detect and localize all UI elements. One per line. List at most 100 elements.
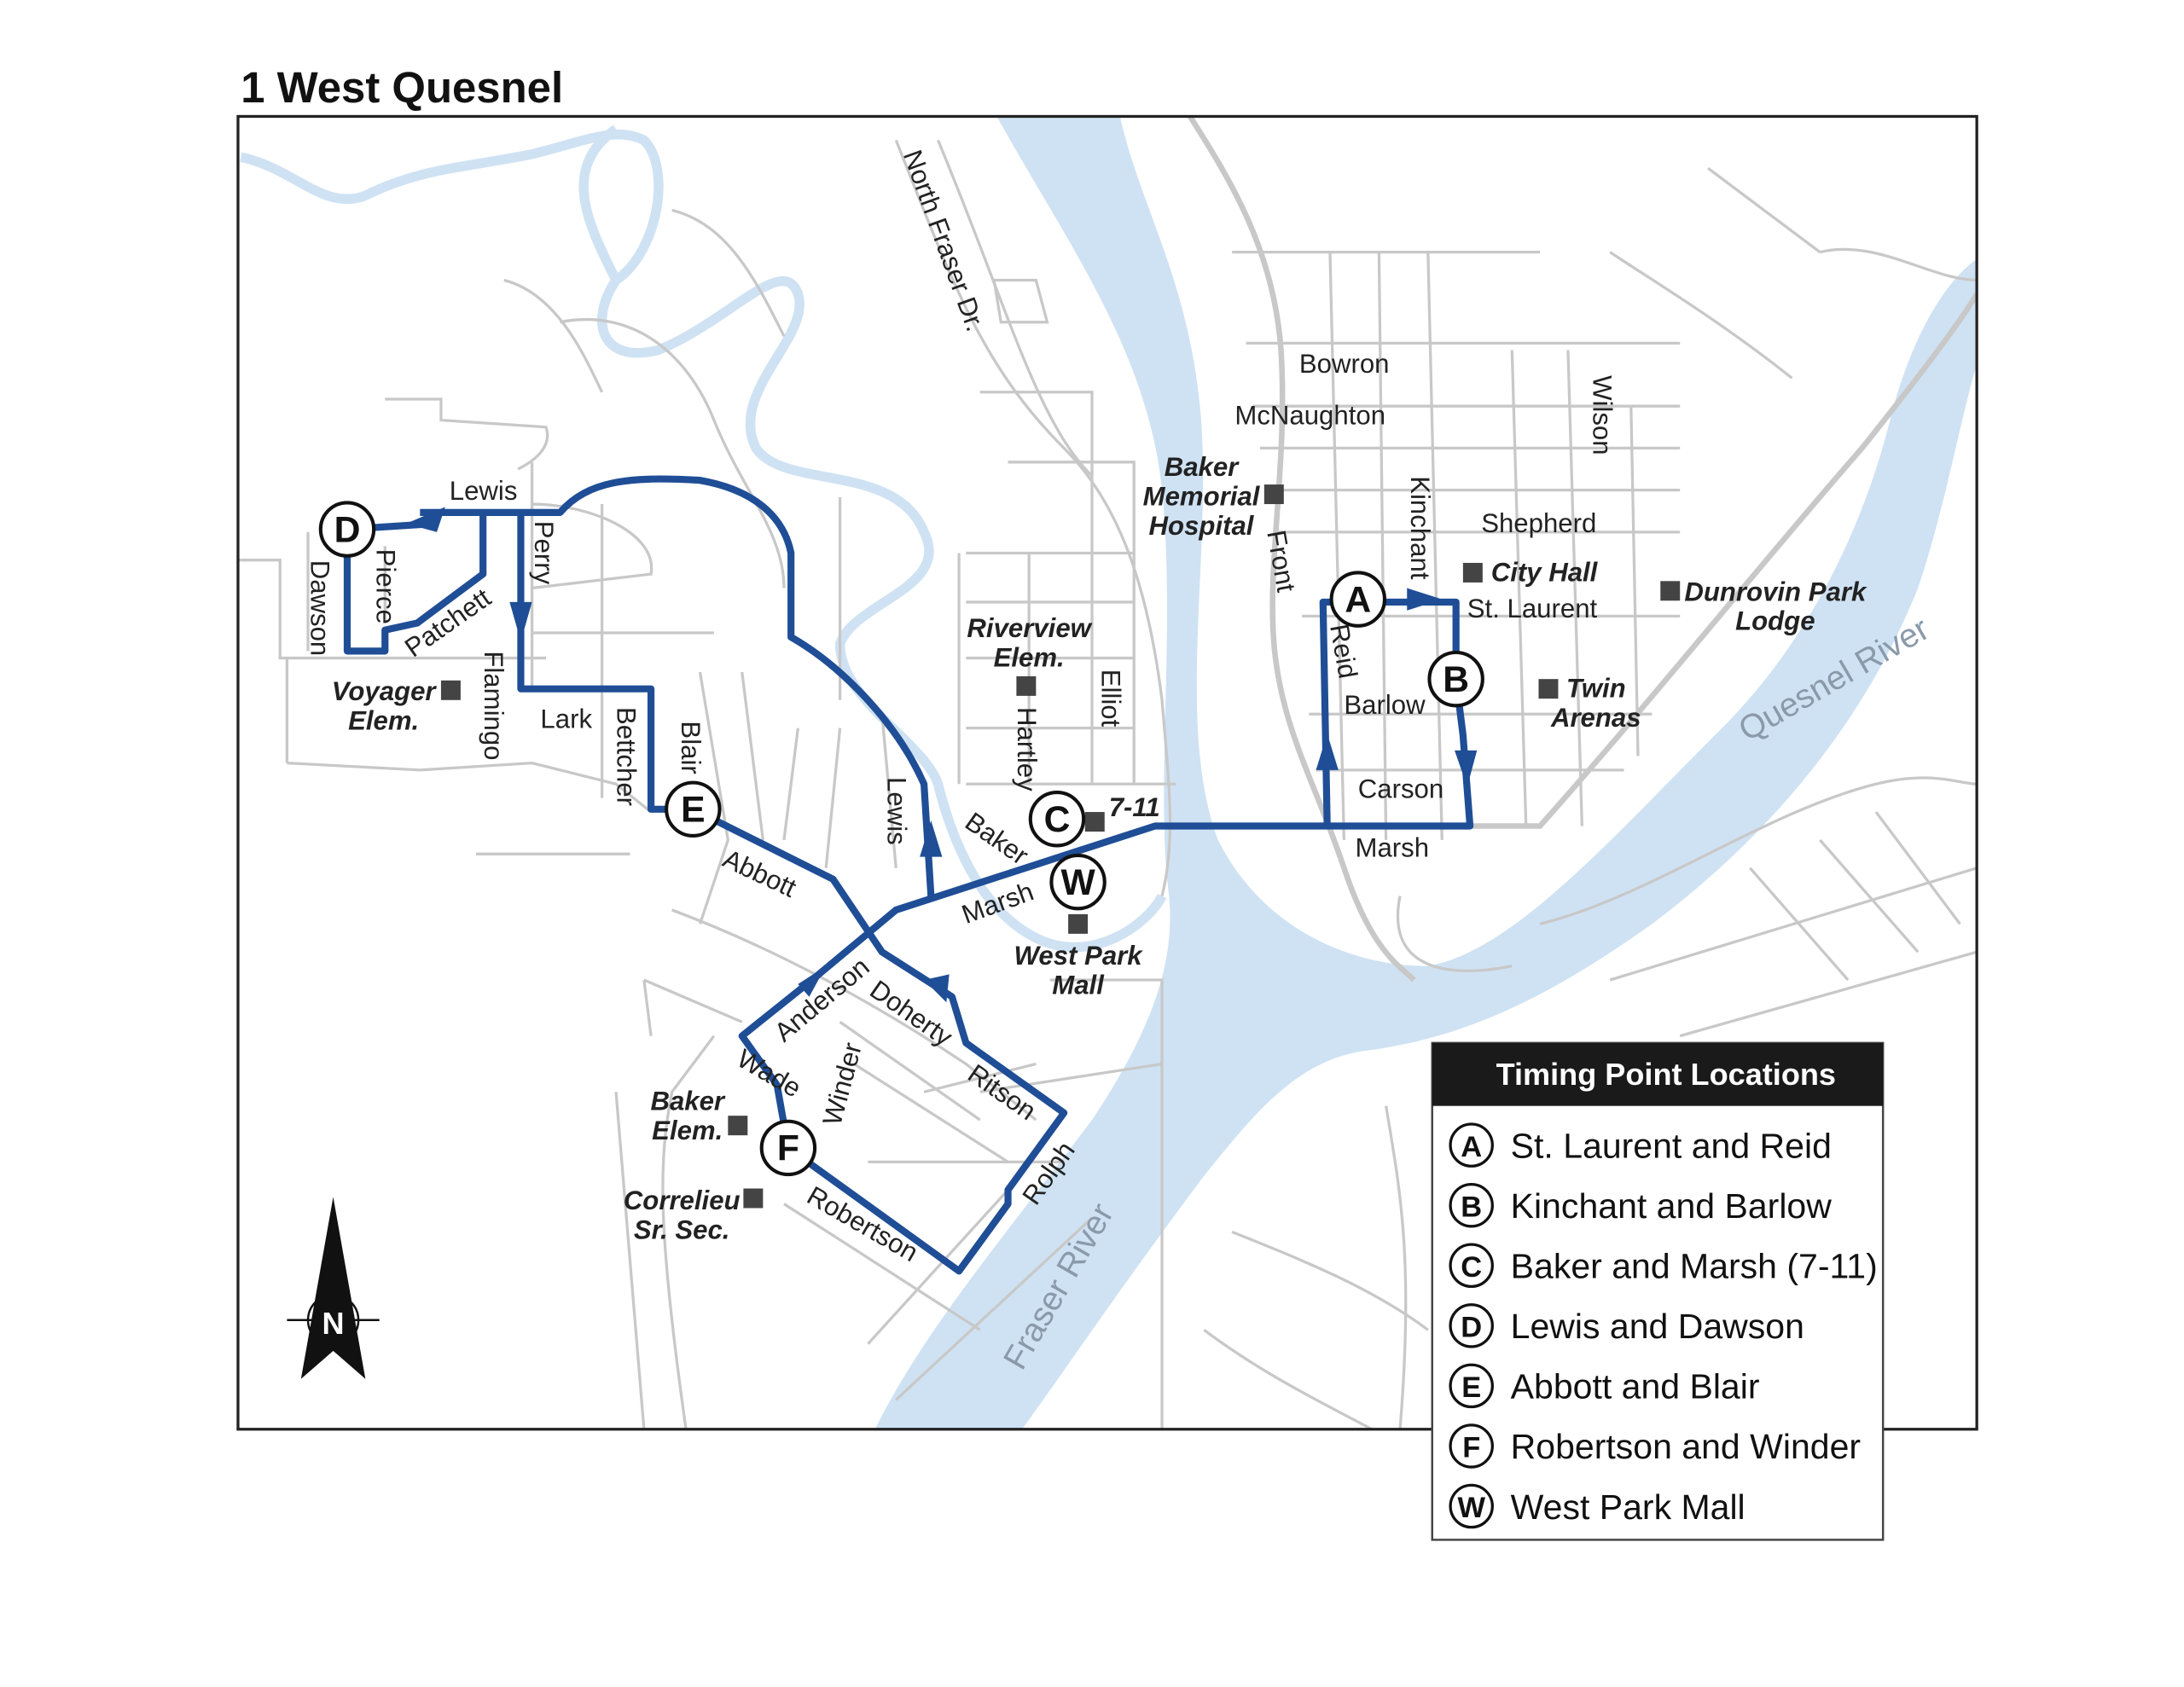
svg-text:Lewis: Lewis [881,777,911,845]
svg-text:W: W [1457,1492,1485,1524]
arrow-up-icon [920,820,943,857]
svg-text:Flamingo: Flamingo [479,651,508,760]
timing-point-b[interactable]: B [1427,650,1484,708]
svg-text:Riverview: Riverview [967,613,1092,643]
timing-point-w[interactable]: W [1049,853,1107,911]
timing-point-legend: Timing Point Locations A St. Laurent and … [1431,1041,1885,1541]
svg-text:B: B [1443,659,1469,700]
svg-text:W: W [1060,862,1095,903]
svg-text:Voyager: Voyager [332,676,438,706]
svg-text:7-11: 7-11 [1109,792,1160,822]
north-arrow-icon: N [287,1197,380,1379]
arrow-down-icon [509,601,532,641]
svg-text:Memorial: Memorial [1143,482,1261,512]
svg-text:Winder: Winder [817,1040,868,1128]
svg-text:Twin: Twin [1566,674,1626,704]
svg-text:Front: Front [1261,528,1301,594]
landmark-markers [440,484,1681,1209]
svg-text:E: E [681,790,705,831]
timing-point-a[interactable]: A [1329,571,1387,628]
svg-text:B: B [1461,1191,1482,1223]
svg-text:Blair: Blair [676,721,706,774]
timing-point-d[interactable]: D [318,501,376,558]
svg-text:Mall: Mall [1052,970,1105,1000]
svg-text:Perry: Perry [529,521,559,585]
arrow-right-icon [924,974,950,1003]
svg-text:Barlow: Barlow [1344,690,1426,720]
svg-text:McNaughton: McNaughton [1234,401,1385,431]
arrow-down-icon [1455,750,1478,787]
svg-text:Dunrovin Park: Dunrovin Park [1684,577,1867,606]
svg-text:D: D [1461,1311,1482,1343]
svg-text:F: F [777,1128,799,1169]
svg-text:Abbott: Abbott [718,844,801,903]
svg-text:E: E [1461,1371,1481,1404]
svg-text:Robertson and Winder: Robertson and Winder [1511,1427,1861,1466]
svg-text:A: A [1461,1131,1482,1163]
svg-text:Elliot: Elliot [1095,670,1125,728]
legend-item: D Lewis and Dawson [1449,1303,1804,1348]
svg-text:Marsh: Marsh [1356,833,1430,863]
timing-point-c[interactable]: C [1028,791,1086,848]
svg-text:Hospital: Hospital [1149,511,1255,541]
svg-text:Baker: Baker [650,1087,725,1116]
svg-text:C: C [1461,1251,1482,1284]
svg-text:City Hall: City Hall [1491,557,1599,587]
svg-text:Kinchant: Kinchant [1405,476,1435,580]
legend-item: W West Park Mall [1449,1483,1745,1529]
svg-text:St. Laurent: St. Laurent [1467,594,1598,623]
legend-item: A St. Laurent and Reid [1449,1122,1832,1168]
bus-route [343,475,1478,1275]
svg-text:Lewis: Lewis [450,476,518,506]
arrow-left-icon [405,507,445,532]
legend-title: Timing Point Locations [1496,1057,1836,1092]
map-frame [236,114,1978,1431]
svg-text:Correlieu: Correlieu [624,1186,741,1215]
svg-text:St. Laurent and Reid: St. Laurent and Reid [1511,1126,1832,1165]
timing-point-e[interactable]: E [665,780,722,838]
svg-text:West Park: West Park [1014,941,1144,971]
legend-item: F Robertson and Winder [1449,1423,1861,1469]
creek [240,129,1167,953]
svg-text:Bowron: Bowron [1299,349,1390,379]
arrow-up-right-icon [798,965,827,997]
svg-text:D: D [334,509,361,550]
fraser-river [874,116,1978,1429]
svg-text:Baker and Marsh (7-11): Baker and Marsh (7-11) [1511,1247,1878,1286]
page-title: 1 West Quesnel [241,63,563,112]
legend-item: B Kinchant and Barlow [1449,1182,1833,1228]
svg-text:Hartley: Hartley [1012,707,1042,791]
svg-text:N: N [322,1306,345,1341]
svg-text:Lewis and Dawson: Lewis and Dawson [1511,1307,1804,1346]
svg-text:Wade: Wade [732,1043,806,1103]
svg-text:Lodge: Lodge [1735,606,1815,636]
svg-text:Lark: Lark [540,704,592,734]
svg-text:Abbott and Blair: Abbott and Blair [1511,1367,1760,1406]
svg-text:F: F [1462,1432,1480,1464]
svg-text:Kinchant and Barlow: Kinchant and Barlow [1511,1186,1833,1226]
legend-item: C Baker and Marsh (7-11) [1449,1243,1878,1289]
timing-point-f[interactable]: F [759,1119,817,1177]
svg-text:Elem.: Elem. [994,642,1065,672]
arrow-up-icon [1316,733,1339,770]
creek-north [578,125,621,283]
landmark-labels: Baker Memorial Hospital Riverview Elem. … [332,452,1867,1244]
svg-text:Arenas: Arenas [1550,703,1641,733]
svg-text:Bettcher: Bettcher [612,707,642,806]
svg-text:Elem.: Elem. [348,705,419,735]
svg-text:Dawson: Dawson [305,560,334,657]
svg-text:Wilson: Wilson [1587,375,1617,455]
arrow-right-icon [1407,588,1443,611]
svg-text:Reid: Reid [1324,622,1363,681]
svg-text:C: C [1044,799,1071,840]
svg-text:West Park Mall: West Park Mall [1511,1487,1745,1527]
svg-text:Carson: Carson [1358,774,1443,804]
svg-text:A: A [1345,579,1371,620]
svg-text:Shepherd: Shepherd [1481,508,1596,538]
street-labels: North Fraser Dr. Bowron McNaughton Wilso… [305,146,1617,1267]
svg-text:Baker: Baker [1165,452,1240,482]
svg-text:Elem.: Elem. [652,1116,723,1145]
svg-text:Pierce: Pierce [370,549,400,624]
svg-text:Sr. Sec.: Sr. Sec. [634,1215,730,1245]
